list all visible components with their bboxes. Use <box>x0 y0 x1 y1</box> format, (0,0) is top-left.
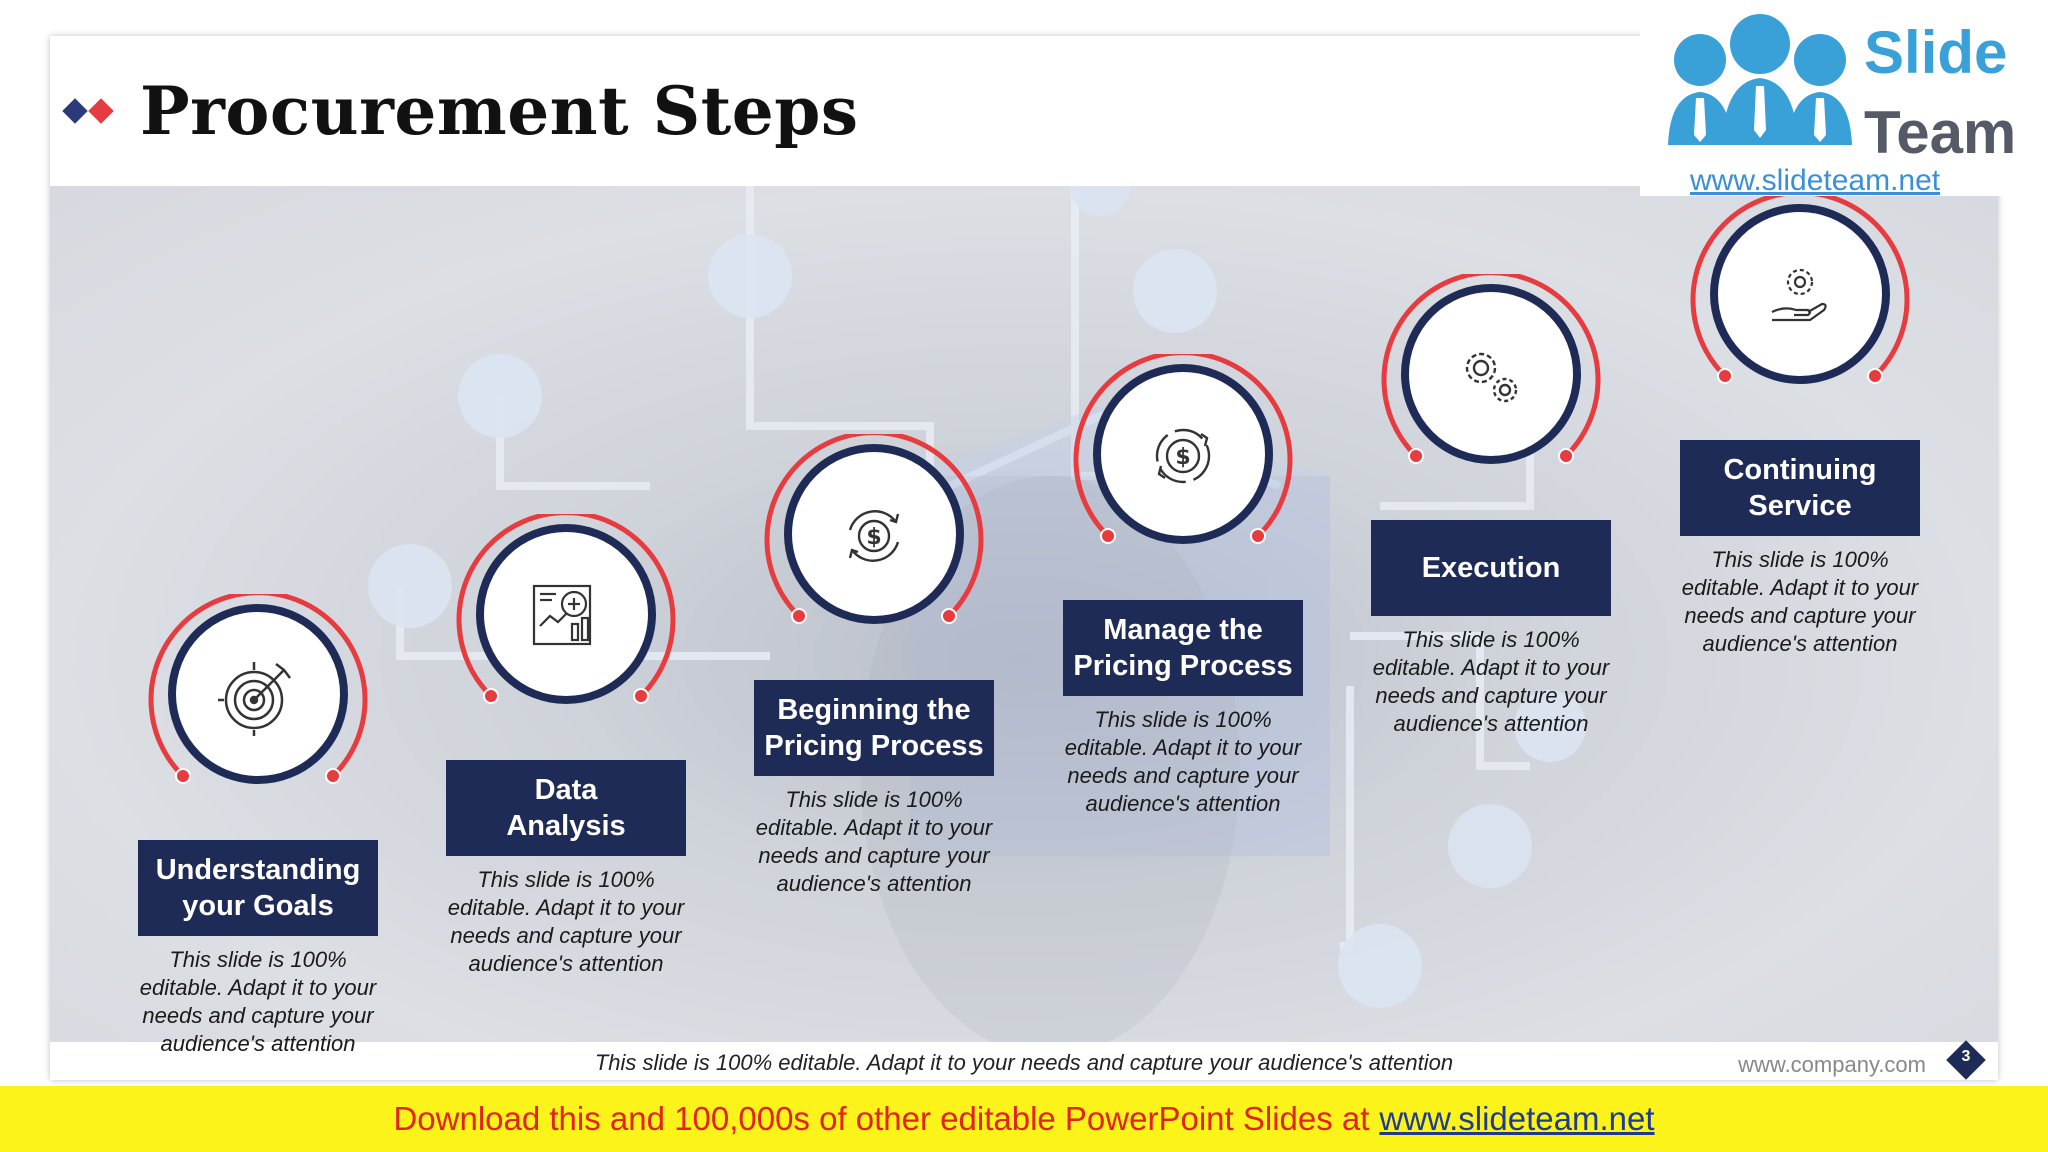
step-execution: Execution This slide is 100% editable. A… <box>1371 274 1611 736</box>
step-label: Manage the Pricing Process <box>1063 600 1303 696</box>
step-ring <box>1073 354 1293 544</box>
step-description: This slide is 100% editable. Adapt it to… <box>1681 547 1919 656</box>
step-continuing-service: Continuing Service This slide is 100% ed… <box>1680 194 1920 656</box>
footer-note: This slide is 100% editable. Adapt it to… <box>594 1050 1454 1075</box>
people-logo-icon <box>1668 14 1852 145</box>
step-data-analysis: Data Analysis This slide is 100% editabl… <box>446 514 686 976</box>
step-ring <box>1690 194 1910 384</box>
logo-brand-line1: Slide <box>1864 19 2008 86</box>
banner-link[interactable]: www.slideteam.net <box>1379 1100 1655 1137</box>
step-label: Continuing Service <box>1680 440 1920 536</box>
step-description: This slide is 100% editable. Adapt it to… <box>139 947 377 1056</box>
report-analysis-icon <box>532 584 592 646</box>
step-description: This slide is 100% editable. Adapt it to… <box>755 787 993 896</box>
banner-text: Download this and 100,000s of other edit… <box>393 1100 1370 1137</box>
svg-text:$: $ <box>866 525 881 550</box>
target-icon <box>218 662 291 736</box>
footer-url: www.company.com <box>1738 1052 1926 1077</box>
step-label: Execution <box>1371 520 1611 616</box>
download-banner: Download this and 100,000s of other edit… <box>0 1086 2048 1152</box>
slide: Procurement Steps Understanding your Goa… <box>50 36 1998 1080</box>
step-ring <box>1381 274 1601 464</box>
step-label: Understanding your Goals <box>138 840 378 936</box>
step-manage-pricing: $ Manage the Pricing Process This slide … <box>1063 354 1303 816</box>
page-number: 3 <box>1946 1040 1986 1080</box>
step-understanding-goals: Understanding your Goals This slide is 1… <box>138 594 378 1056</box>
step-ring <box>148 594 368 784</box>
gears-icon <box>1465 352 1518 403</box>
step-label: Beginning the Pricing Process <box>754 680 994 776</box>
page-number-text: 3 <box>1961 1048 1971 1065</box>
hand-gear-icon <box>1771 268 1827 322</box>
slideteam-logo: Slide Team www.slideteam.net <box>1640 0 2048 197</box>
svg-text:$: $ <box>1175 445 1190 470</box>
page-title: Procurement Steps <box>140 72 859 150</box>
dollar-cycle-icon: $ <box>848 510 900 562</box>
step-description: This slide is 100% editable. Adapt it to… <box>1064 707 1302 816</box>
title-diamonds-icon <box>62 98 118 124</box>
title-row: Procurement Steps <box>62 56 859 166</box>
step-label: Data Analysis <box>446 760 686 856</box>
logo-url-link[interactable]: www.slideteam.net <box>1690 164 1941 197</box>
dollar-refresh-icon: $ <box>1155 428 1211 484</box>
step-description: This slide is 100% editable. Adapt it to… <box>1372 627 1610 736</box>
step-description: This slide is 100% editable. Adapt it to… <box>447 867 685 976</box>
logo-brand-line2: Team <box>1864 99 2017 166</box>
step-beginning-pricing: $ Beginning the Pricing Process This sli… <box>754 434 994 896</box>
step-ring <box>764 434 984 624</box>
